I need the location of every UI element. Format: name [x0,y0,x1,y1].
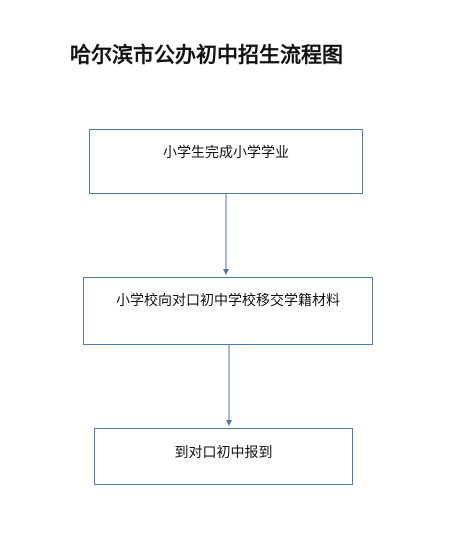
step-box-complete-primary: 小学生完成小学学业 [89,129,363,194]
step-box-transfer-records: 小学校向对口初中学校移交学籍材料 [83,277,373,345]
step-label: 到对口初中报到 [174,445,273,461]
step-box-report-to-school: 到对口初中报到 [94,428,353,485]
diagram-title: 哈尔滨市公办初中招生流程图 [70,42,343,67]
step-label: 小学校向对口初中学校移交学籍材料 [116,293,340,309]
step-label: 小学生完成小学学业 [163,145,289,161]
